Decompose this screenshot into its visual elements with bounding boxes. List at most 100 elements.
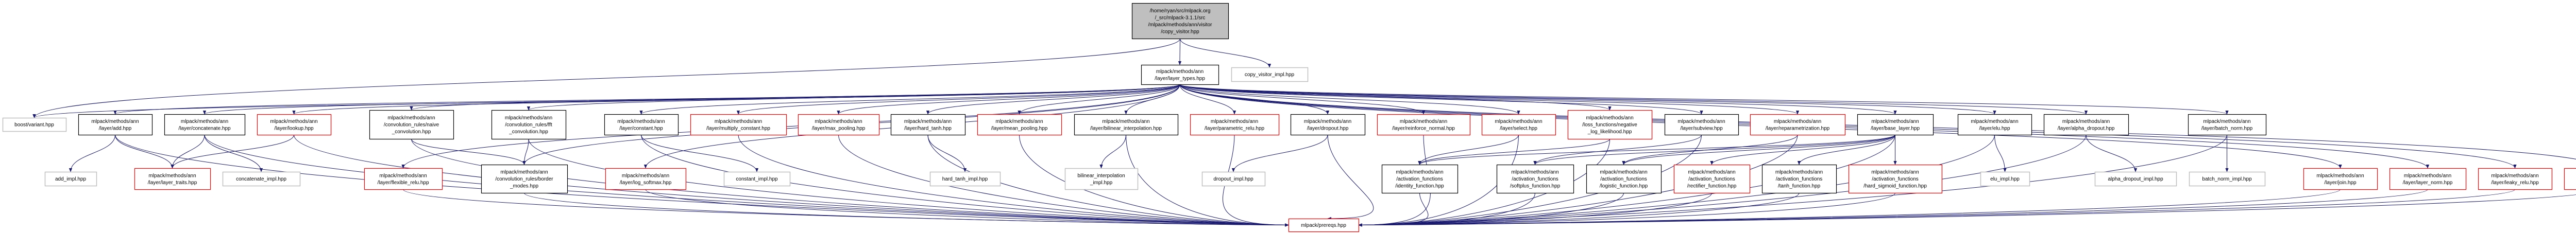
node-reinforce-normal[interactable]: mlpack/methods/ann/layer/reinforce_norma…	[1377, 114, 1471, 136]
node-base-layer[interactable]: mlpack/methods/ann/layer/base_layer.hpp	[1857, 114, 1934, 136]
node-hard-sigmoid[interactable]: mlpack/methods/ann/activation_functions/…	[1848, 164, 1943, 194]
node-layer-traits[interactable]: mlpack/methods/ann/layer/layer_traits.hp…	[134, 168, 211, 190]
node-nll[interactable]: mlpack/methods/ann/loss_functions/negati…	[1567, 110, 1653, 140]
edge-layer_types-to-subview	[1179, 84, 1703, 115]
node-box	[2094, 171, 2177, 187]
node-box	[977, 114, 1062, 136]
node-concatenate-impl: concatenate_impl.hpp	[222, 171, 301, 187]
node-box	[2043, 114, 2129, 136]
node-log-softmax[interactable]: mlpack/methods/ann/layer/log_softmax.hpp	[605, 168, 687, 190]
node-mean-pooling[interactable]: mlpack/methods/ann/layer/mean_pooling.hp…	[977, 114, 1062, 136]
node-tanh[interactable]: mlpack/methods/ann/activation_functions/…	[1761, 164, 1837, 194]
node-label: concatenate_impl.hpp	[236, 176, 286, 182]
node-join[interactable]: mlpack/methods/ann/layer/join.hpp	[2303, 168, 2378, 190]
node-fft[interactable]: mlpack/methods/ann/convolution_rules/fft…	[491, 110, 567, 140]
edge-hard_tanh-to-prereqs	[927, 134, 1289, 227]
node-copy-visitor-impl: copy_visitor_impl.hpp	[1231, 67, 1309, 82]
node-box	[2564, 168, 2576, 190]
edge-concatenate-to-concatenate_impl	[204, 134, 263, 172]
node-bilinear-impl: bilinear_interpolation_impl.hpp	[1064, 168, 1139, 190]
node-naive[interactable]: mlpack/methods/ann/convolution_rules/nai…	[369, 110, 454, 140]
node-prereqs[interactable]: mlpack/prereqs.hpp	[1288, 218, 1360, 232]
node-label: constant_impl.hpp	[736, 176, 778, 182]
node-dropout[interactable]: mlpack/methods/ann/layer/dropout.hpp	[1290, 114, 1366, 136]
node-box	[890, 114, 966, 136]
node-subview[interactable]: mlpack/methods/ann/layer/subview.hpp	[1664, 114, 1739, 136]
node-rectifier[interactable]: mlpack/methods/ann/activation_functions/…	[1673, 164, 1751, 194]
node-border-modes[interactable]: mlpack/methods/ann/convolution_rules/bor…	[481, 164, 568, 194]
node-label: mlpack/methods/ann/layer/flexible_relu.h…	[377, 173, 429, 186]
node-identity[interactable]: mlpack/methods/ann/activation_functions/…	[1381, 164, 1459, 194]
node-softplus[interactable]: mlpack/methods/ann/activation_functions/…	[1496, 164, 1574, 194]
edge-border_modes-to-prereqs	[524, 192, 1289, 227]
node-box	[1231, 67, 1309, 82]
node-box	[929, 171, 1001, 187]
edge-base_layer-to-tanh	[1797, 134, 1895, 165]
node-label: mlpack/methods/ann/layer/constant.hpp	[617, 119, 665, 132]
node-label: mlpack/methods/ann/layer/layer_norm.hpp	[2403, 173, 2453, 186]
edge-nll-to-identity	[1418, 138, 1610, 165]
node-parametric-relu[interactable]: mlpack/methods/ann/layer/parametric_relu…	[1190, 114, 1280, 136]
edge-multiply_constant-to-prereqs	[738, 134, 1289, 227]
edge-constant-to-prereqs	[641, 134, 1289, 227]
node-multiply-constant[interactable]: mlpack/methods/ann/layer/multiply_consta…	[690, 114, 787, 136]
node-box	[1481, 114, 1556, 136]
node-label: copy_visitor_impl.hpp	[1245, 72, 1295, 78]
edge-select-to-identity	[1418, 134, 1519, 165]
node-elu-impl: elu_impl.hpp	[1980, 171, 2030, 187]
node-root[interactable]: /home/ryan/src/mlpack.org/_src/mlpack-3.…	[1131, 3, 1229, 40]
node-dropout-impl: dropout_impl.hpp	[1201, 171, 1266, 187]
node-label: mlpack/methods/ann/activation_functions/…	[1775, 170, 1823, 189]
edge-c_relu-to-prereqs	[1358, 194, 2576, 227]
edge-logistic-to-prereqs	[1358, 192, 1624, 227]
node-box	[134, 168, 211, 190]
node-elu[interactable]: mlpack/methods/ann/layer/elu.hpp	[1957, 114, 2032, 136]
node-flexible-relu[interactable]: mlpack/methods/ann/layer/flexible_relu.h…	[364, 168, 443, 190]
node-constant[interactable]: mlpack/methods/ann/layer/constant.hpp	[604, 114, 679, 136]
node-bilinear[interactable]: mlpack/methods/ann/layer/bilinear_interp…	[1074, 114, 1179, 136]
node-hard-tanh-impl: hard_tanh_impl.hpp	[929, 171, 1001, 187]
node-box	[1957, 114, 2032, 136]
node-c-relu[interactable]: mlpack/methods/ann/layer/c_relu.hpp	[2564, 168, 2576, 190]
node-lookup[interactable]: mlpack/methods/ann/layer/lookup.hpp	[257, 114, 332, 136]
node-box	[364, 168, 443, 190]
edge-lookup-to-layer_traits	[171, 134, 294, 169]
node-box	[164, 114, 246, 136]
node-label: bilinear_interpolation_impl.hpp	[1077, 173, 1125, 186]
edge-layer_types-to-lookup	[292, 84, 1180, 115]
node-box	[491, 110, 567, 140]
edge-dropout-to-dropout_impl	[1231, 134, 1328, 172]
edge-layer_types-to-boost_variant	[32, 84, 1180, 118]
edge-fft-to-border_modes	[522, 138, 529, 165]
node-box	[605, 168, 687, 190]
edge-layer_types-to-fft	[527, 84, 1180, 111]
node-leaky-relu[interactable]: mlpack/methods/ann/layer/leaky_relu.hpp	[2478, 168, 2553, 190]
edge-base_layer-to-identity	[1418, 134, 1895, 165]
node-box	[604, 114, 679, 136]
node-layer-norm[interactable]: mlpack/methods/ann/layer/layer_norm.hpp	[2389, 168, 2467, 190]
node-select[interactable]: mlpack/methods/ann/layer/select.hpp	[1481, 114, 1556, 136]
node-box	[1567, 110, 1653, 140]
node-batch-norm-impl: batch_norm_impl.hpp	[2189, 171, 2266, 187]
node-box	[257, 114, 332, 136]
node-constant-impl: constant_impl.hpp	[723, 171, 791, 187]
node-hard-tanh[interactable]: mlpack/methods/ann/layer/hard_tanh.hpp	[890, 114, 966, 136]
node-reparametrization[interactable]: mlpack/methods/ann/layer/reparametrizati…	[1750, 114, 1846, 136]
edge-base_layer-to-logistic	[1622, 134, 1895, 165]
edge-lookup-to-prereqs	[294, 134, 1289, 227]
node-box	[1857, 114, 1934, 136]
node-logistic[interactable]: mlpack/methods/ann/activation_functions/…	[1586, 164, 1662, 194]
node-alpha-dropout[interactable]: mlpack/methods/ann/layer/alpha_dropout.h…	[2043, 114, 2129, 136]
edge-elu-to-elu_impl	[1994, 134, 2007, 172]
edge-base_layer-to-softplus	[1533, 134, 1895, 165]
node-box	[1377, 114, 1471, 136]
node-concatenate[interactable]: mlpack/methods/ann/layer/concatenate.hpp	[164, 114, 246, 136]
node-max-pooling[interactable]: mlpack/methods/ann/layer/max_pooling.hpp	[798, 114, 880, 136]
node-label: mlpack/methods/ann/layer/concatenate.hpp	[178, 119, 231, 132]
node-add[interactable]: mlpack/methods/ann/layer/add.hpp	[78, 114, 153, 136]
node-layer-types[interactable]: mlpack/methods/ann/layer/layer_types.hpp	[1141, 64, 1219, 85]
node-batch-norm[interactable]: mlpack/methods/ann/layer/batch_norm.hpp	[2188, 114, 2267, 136]
node-box	[481, 164, 568, 194]
node-label: batch_norm_impl.hpp	[2202, 176, 2252, 182]
